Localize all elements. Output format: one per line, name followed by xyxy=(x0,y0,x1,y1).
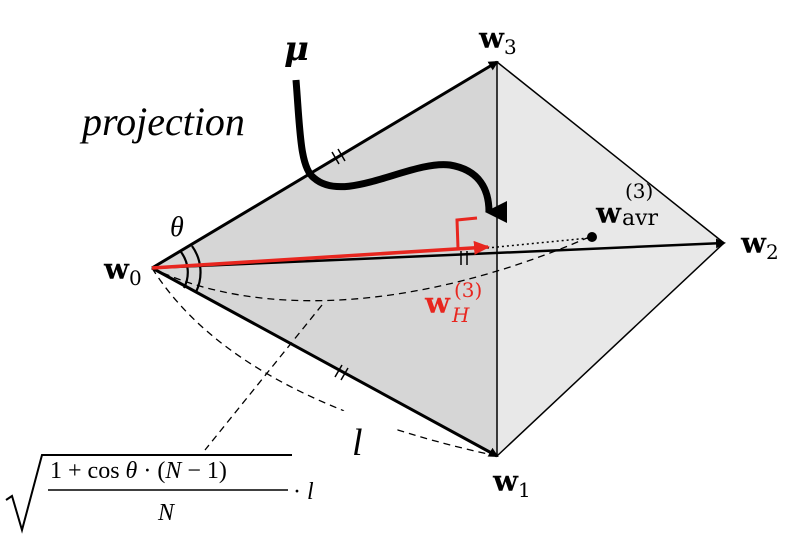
l-label-background xyxy=(327,405,399,477)
label-w-h-sub: H xyxy=(451,303,470,327)
length-formula: 1 + cos θ · (N − 1) N · l xyxy=(5,454,314,534)
label-w0: w0 xyxy=(103,252,142,290)
edge-w2-w1 xyxy=(496,242,725,457)
right-angle-marker xyxy=(455,216,478,249)
label-l: l xyxy=(352,422,363,464)
label-w-h: w xyxy=(424,286,451,320)
label-mu: μ xyxy=(284,29,309,69)
label-w-avr-sub: avr xyxy=(622,206,659,231)
label-w2: w2 xyxy=(740,226,779,264)
edge-w3-w2 xyxy=(496,61,725,244)
label-projection: projection xyxy=(79,99,245,144)
label-w3: w3 xyxy=(478,21,517,59)
label-w1: w1 xyxy=(492,464,531,502)
edge-w0-w3 xyxy=(151,60,499,270)
w-avr-point xyxy=(587,232,597,242)
sqrt-sign xyxy=(5,454,292,534)
theta-angle-arcs xyxy=(180,245,202,293)
face-w0-w1-w3 xyxy=(152,62,497,456)
edge-w0-w1 xyxy=(151,266,499,458)
edge-w0-w2 xyxy=(151,238,726,270)
formula-numerator: 1 + cos θ · (N − 1) xyxy=(50,458,227,484)
formula-denominator: N xyxy=(157,500,176,526)
projection-curve-arrow xyxy=(292,79,508,223)
projection-vector xyxy=(151,240,490,270)
label-w-h-sup: (3) xyxy=(454,278,482,302)
formula-multiplier: · l xyxy=(293,479,314,505)
label-w-avr-sup: (3) xyxy=(625,179,653,203)
label-theta: θ xyxy=(170,212,184,243)
face-w1-w2-w3 xyxy=(497,62,724,456)
tick-marks xyxy=(331,148,468,381)
avr-dotted-line xyxy=(486,237,590,249)
label-w-avr: w xyxy=(595,196,622,230)
